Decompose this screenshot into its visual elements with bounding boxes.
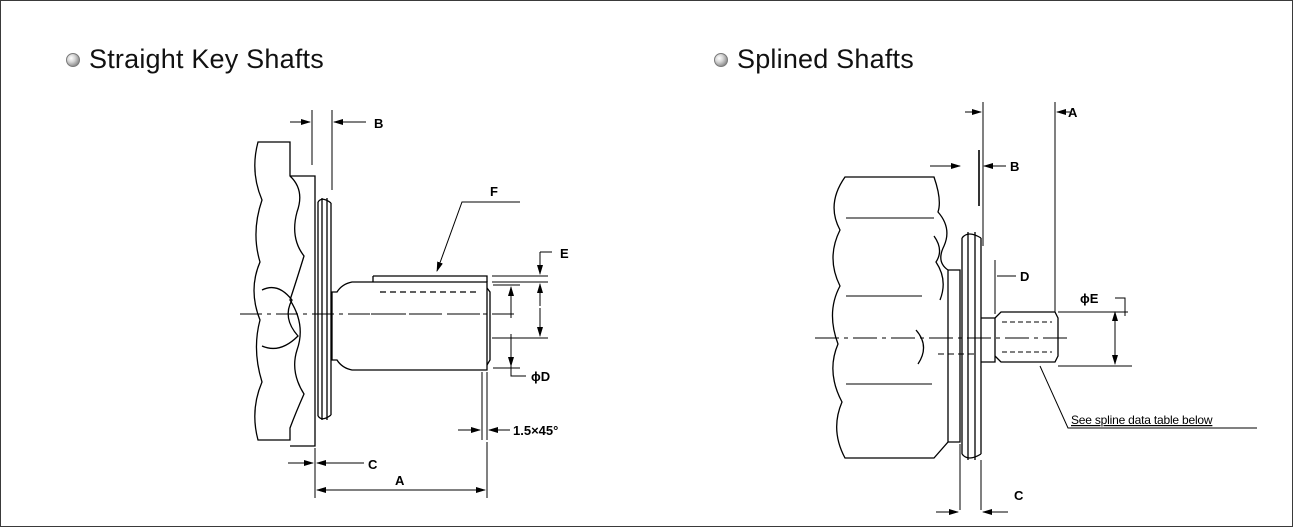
label-d-right: D <box>1020 269 1029 284</box>
label-e-left: E <box>560 246 569 261</box>
splined-housing-body <box>831 176 949 459</box>
splined-title: Splined Shafts <box>737 44 914 74</box>
straight-key-shaft-drawing <box>240 110 552 498</box>
label-b-left: B <box>374 116 383 131</box>
splined-shaft-drawing <box>815 102 1257 515</box>
label-c-left: C <box>368 457 378 472</box>
label-e-right: ϕE <box>1080 291 1099 306</box>
label-chamfer-left: 1.5×45° <box>513 423 558 438</box>
label-c-right: C <box>1014 488 1024 503</box>
label-f-left: F <box>490 184 498 199</box>
housing-flange <box>290 175 316 447</box>
label-d-left: ϕD <box>531 369 550 384</box>
label-b-right: B <box>1010 159 1019 174</box>
splined-flange <box>948 269 961 443</box>
label-a-left: A <box>395 473 405 488</box>
bullet-icon <box>714 52 728 67</box>
section-title-straight-key: Straight Key Shafts <box>66 44 324 75</box>
housing-scallop <box>261 286 299 350</box>
spline-stub <box>994 311 1059 363</box>
shaft-body <box>331 281 488 371</box>
spline-note: See spline data table below <box>1071 413 1213 427</box>
straight-key-title: Straight Key Shafts <box>89 44 324 74</box>
pilot-ring <box>317 198 332 420</box>
section-title-splined: Splined Shafts <box>714 44 914 75</box>
splined-scallop <box>915 235 944 365</box>
shaft-key <box>372 275 488 282</box>
label-a-right: A <box>1068 105 1078 120</box>
bullet-icon <box>66 52 80 67</box>
housing-body <box>253 141 305 441</box>
